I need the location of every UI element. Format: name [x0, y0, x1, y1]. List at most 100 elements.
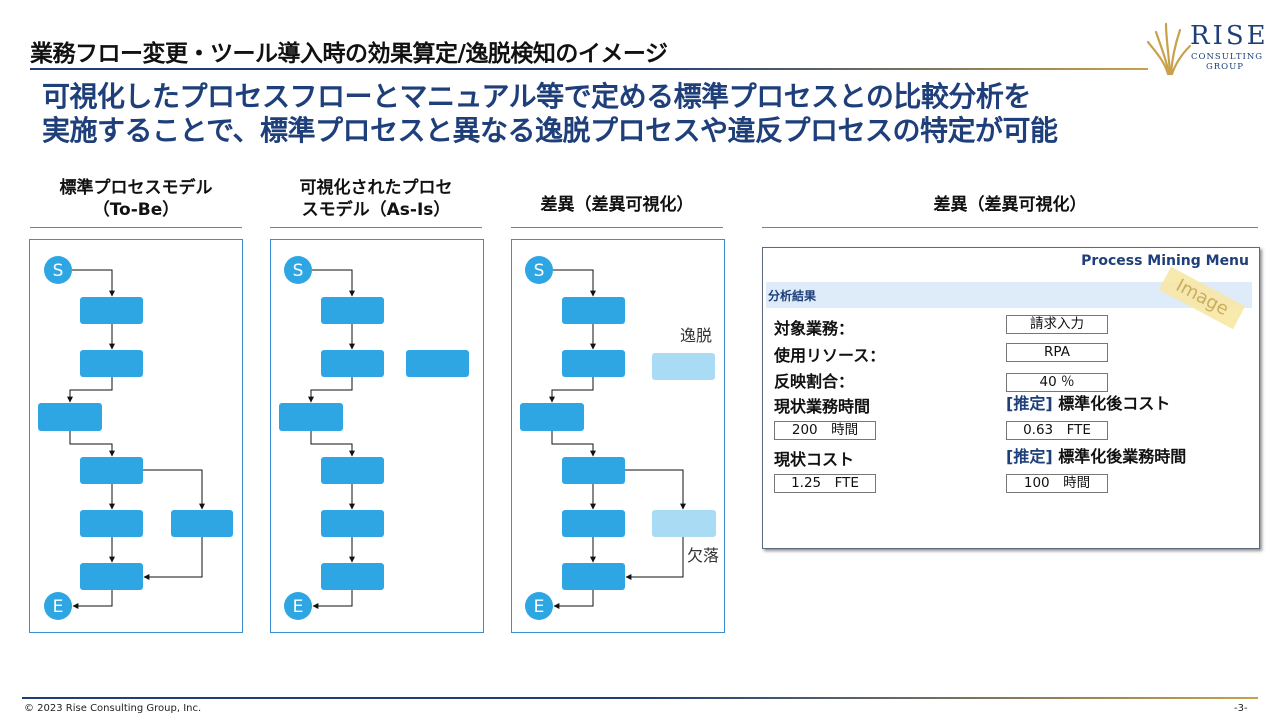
flow-arrow: [625, 469, 686, 510]
process-step: [279, 403, 343, 431]
estimate-tag: [推定]: [1006, 394, 1053, 413]
diff-flow: S E 逸脱 欠落: [520, 256, 719, 620]
est-cost-heading: [推定] 標準化後コスト: [1006, 390, 1170, 414]
flow-arrow: [312, 590, 353, 609]
headline-line-2: 実施することで、標準プロセスと異なる逸脱プロセスや違反プロセスの特定が可能: [42, 114, 1058, 147]
process-mining-menu[interactable]: Process Mining Menu: [1081, 253, 1249, 269]
logo-wordmark: RISE: [1190, 21, 1269, 51]
title-divider: [30, 68, 1148, 70]
current-cost-field[interactable]: 1.25 FTE: [774, 474, 876, 493]
headline-line-1: 可視化したプロセスフローとマニュアル等で定める標準プロセスとの比較分析を: [42, 80, 1031, 113]
target-task-label: 対象業務：: [774, 319, 855, 338]
process-step: [80, 563, 143, 590]
start-node: [525, 256, 553, 284]
flow-arrow: [308, 377, 353, 403]
process-step: [321, 350, 384, 377]
process-step: [562, 563, 625, 590]
resource-field[interactable]: RPA: [1006, 343, 1108, 362]
process-step: [321, 457, 384, 484]
logo-sub-line-1: CONSULTING: [1191, 52, 1264, 62]
flow-arrow: [72, 269, 115, 297]
process-step: [80, 457, 143, 484]
column-divider: [270, 227, 482, 228]
process-step: [80, 350, 143, 377]
missing-label: 欠落: [687, 546, 719, 565]
est-time-heading: [推定] 標準化後業務時間: [1006, 443, 1186, 467]
start-node-label: S: [534, 261, 545, 281]
column-header-line: 可視化されたプロセ: [299, 178, 453, 198]
start-node-label: S: [53, 261, 64, 281]
end-node: [44, 592, 72, 620]
process-step: [562, 457, 625, 484]
est-time-label: 標準化後業務時間: [1058, 447, 1187, 466]
flow-arrow: [551, 431, 596, 457]
column-divider: [511, 227, 723, 228]
start-node-label: S: [293, 261, 304, 281]
footer-copyright: © 2023 Rise Consulting Group, Inc.: [24, 703, 202, 714]
flow-arrow: [553, 269, 596, 297]
column-divider: [30, 227, 242, 228]
flow-arrow: [143, 537, 203, 580]
estimate-tag: [推定]: [1006, 447, 1053, 466]
end-node-label: E: [534, 597, 545, 617]
page-title: 業務フロー変更・ツール導入時の効果算定/逸脱検知のイメージ: [30, 41, 668, 67]
flow-arrow: [312, 269, 355, 297]
flow-arrow: [310, 431, 355, 457]
target-task-field[interactable]: 請求入力: [1006, 315, 1108, 334]
process-step-branch: [171, 510, 233, 537]
flow-arrow: [69, 431, 115, 457]
flow-arrow: [72, 590, 113, 609]
process-step: [80, 297, 143, 324]
flow-arrow: [143, 469, 205, 510]
page-number: -3-: [1234, 703, 1248, 714]
end-node: [525, 592, 553, 620]
current-time-label: 現状業務時間: [774, 397, 871, 416]
column-header-line: 差異（差異可視化）: [540, 195, 694, 215]
rise-logo-icon: [1146, 22, 1192, 76]
process-step: [80, 510, 143, 537]
column-header-diff: 差異（差異可視化）: [511, 194, 723, 216]
analysis-results-label: 分析結果: [768, 289, 817, 303]
as-is-flow: S E: [279, 256, 469, 620]
column-header-line: 標準プロセスモデル: [59, 178, 213, 198]
process-step-extra: [406, 350, 469, 377]
deviation-step: [652, 353, 715, 380]
process-step: [562, 510, 625, 537]
end-node: [284, 592, 312, 620]
est-cost-label: 標準化後コスト: [1058, 394, 1171, 413]
column-header-to-be: 標準プロセスモデル （To-Be）: [30, 177, 242, 221]
start-node: [44, 256, 72, 284]
column-divider: [762, 227, 1258, 228]
footer-divider: [22, 697, 1258, 699]
process-step: [321, 510, 384, 537]
process-step: [321, 563, 384, 590]
deviation-label: 逸脱: [680, 326, 712, 345]
flow-arrow: [625, 537, 684, 580]
start-node: [284, 256, 312, 284]
column-header-as-is: 可視化されたプロセ スモデル（As-Is）: [270, 177, 482, 221]
headline: 可視化したプロセスフローとマニュアル等で定める標準プロセスとの比較分析を 実施す…: [42, 80, 1058, 148]
end-node-label: E: [53, 597, 64, 617]
process-step: [321, 297, 384, 324]
process-step: [520, 403, 584, 431]
end-node-label: E: [293, 597, 304, 617]
missing-step: [652, 510, 716, 537]
column-header-diff-mining: 差異（差異可視化）: [762, 194, 1258, 216]
ratio-field[interactable]: 40 ％: [1006, 373, 1108, 392]
process-step: [38, 403, 102, 431]
flow-arrow: [553, 590, 594, 609]
to-be-flow: S E: [38, 256, 233, 620]
est-cost-field[interactable]: 0.63 FTE: [1006, 421, 1108, 440]
column-header-line: 差異（差異可視化）: [933, 195, 1087, 215]
column-header-line: （To-Be）: [92, 200, 180, 220]
logo-sub-line-2: GROUP: [1205, 62, 1245, 72]
est-time-field[interactable]: 100 時間: [1006, 474, 1108, 493]
logo-subtitle: CONSULTING GROUP: [1191, 52, 1264, 72]
column-header-line: スモデル（As-Is）: [301, 200, 451, 220]
flow-arrow: [67, 377, 113, 403]
flow-arrow: [549, 377, 594, 403]
process-step: [562, 297, 625, 324]
current-time-field[interactable]: 200 時間: [774, 421, 876, 440]
ratio-label: 反映割合：: [774, 372, 855, 391]
